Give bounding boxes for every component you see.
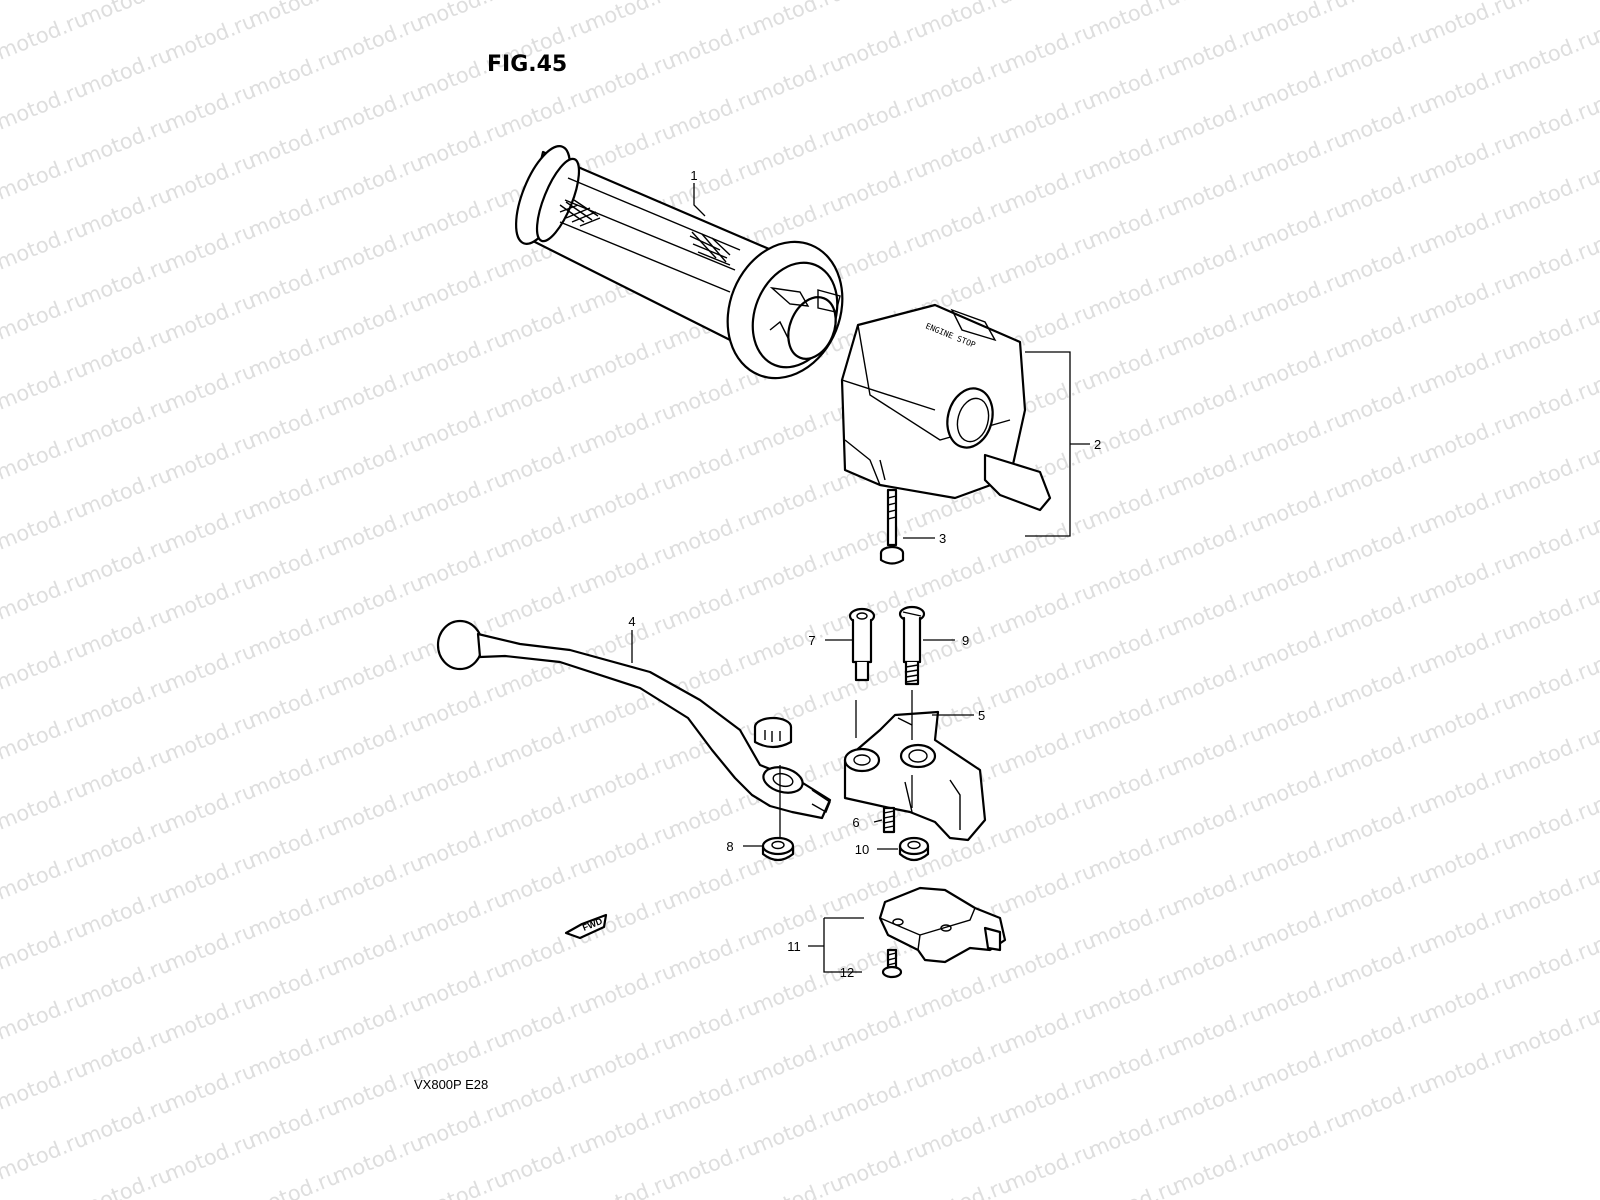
- callout-1: 1: [690, 168, 697, 183]
- callout-7: 7: [808, 633, 815, 648]
- callout-labels: 1 2 3 4 5 6 7 8 9 10 11 12: [628, 168, 1101, 980]
- switch-housing: ENGINE STOP: [840, 303, 1052, 512]
- pivot-pin: [848, 607, 876, 682]
- switch-screw-12: [881, 948, 903, 979]
- figure-title: FIG.45: [487, 52, 568, 77]
- callout-12: 12: [840, 965, 854, 980]
- lock-nut-10: [898, 836, 930, 862]
- clutch-lever: [436, 619, 832, 820]
- pivot-bolt: [898, 605, 926, 686]
- callout-11: 11: [787, 939, 801, 954]
- callout-5: 5: [978, 708, 985, 723]
- lever-bracket: [843, 710, 987, 842]
- callout-3: 3: [939, 531, 946, 546]
- lock-nut-8: [761, 836, 795, 862]
- callout-2: 2: [1094, 437, 1101, 452]
- callout-4: 4: [628, 614, 635, 629]
- switch-screw: [879, 488, 905, 565]
- handle-grip: [515, 145, 844, 380]
- forward-arrow-icon: FWD: [564, 913, 608, 940]
- leader-lines: [631, 183, 1090, 973]
- callout-9: 9: [962, 633, 969, 648]
- adjuster-screw: [882, 806, 896, 834]
- callout-10: 10: [855, 842, 869, 857]
- callout-8: 8: [726, 839, 733, 854]
- callout-6: 6: [852, 815, 859, 830]
- model-code: VX800P E28: [414, 1077, 489, 1092]
- clutch-switch: [878, 886, 1007, 964]
